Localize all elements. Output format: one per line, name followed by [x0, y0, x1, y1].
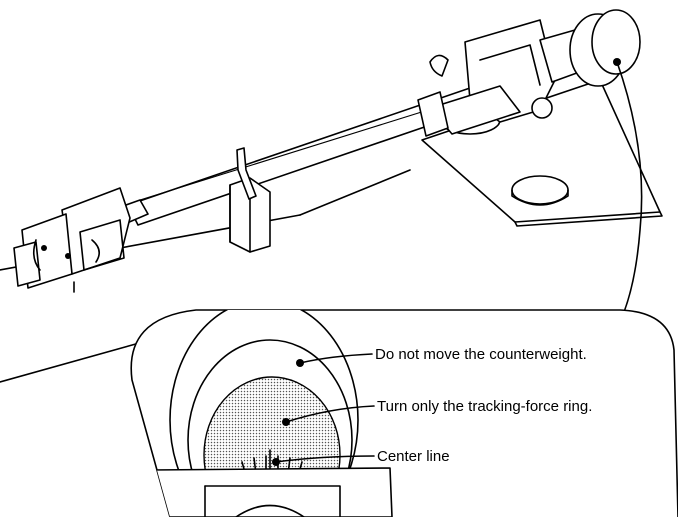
- callout-label-counterweight: Do not move the counterweight.: [375, 346, 587, 363]
- callout-label-center-line: Center line: [377, 448, 450, 465]
- callout-leader: [616, 61, 643, 313]
- counterweight-inset: Do not move the counterweight. Turn only…: [130, 309, 678, 517]
- headshell-cartridge: [13, 187, 149, 293]
- anti-skate-knob: [531, 97, 553, 119]
- arm-counterweight: [539, 9, 641, 87]
- pivot-assembly: [417, 19, 556, 137]
- arm-rest: [229, 147, 271, 253]
- callout-label-tracking-force-ring: Turn only the tracking-force ring.: [377, 398, 592, 415]
